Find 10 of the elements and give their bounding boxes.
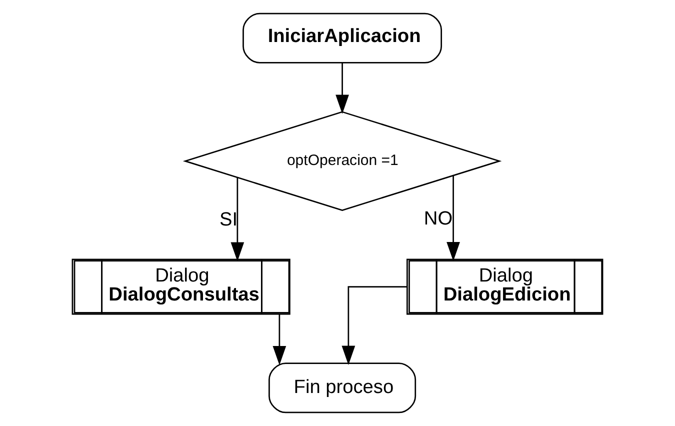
node-box: Fin proceso: [268, 362, 416, 414]
node-diamond: optOperacion =1: [182, 111, 502, 211]
arrow: [230, 178, 244, 262]
arrow: [446, 176, 460, 262]
edge-label: SI: [220, 210, 238, 230]
arrow: [342, 286, 408, 365]
node-box: IniciarAplicacion: [242, 12, 442, 64]
arrow: [272, 314, 286, 366]
arrow: [336, 63, 349, 114]
edge-label: NO: [424, 208, 453, 230]
